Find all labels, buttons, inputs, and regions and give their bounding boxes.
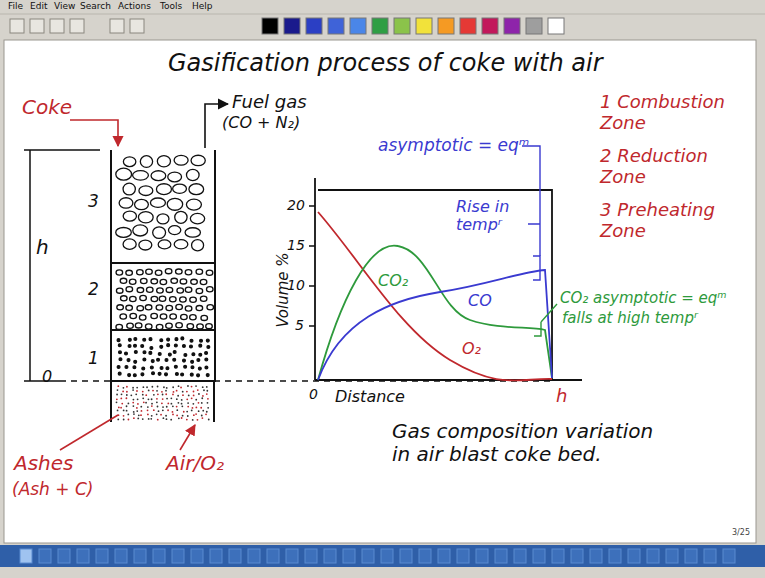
tick-label: 5 — [295, 317, 304, 333]
bed-zone: 2 — [110, 264, 216, 331]
zone-number: 2 — [88, 280, 99, 300]
menu-item: Help — [192, 1, 213, 11]
tick-label: 15 — [287, 237, 305, 253]
zone-list-item: 1 Combustion Zone — [600, 92, 732, 133]
curve-label: CO₂ — [378, 272, 408, 290]
bed-zone: 1 — [110, 331, 216, 382]
menu-item: Actions — [118, 1, 151, 11]
slide-title: Gasification process of coke with air — [168, 50, 603, 78]
curve-label: CO — [468, 292, 492, 310]
origin-label: 0 — [42, 368, 52, 386]
tick-label: 10 — [287, 277, 305, 293]
residue-label: Ashes — [14, 452, 74, 475]
zone-number: 3 — [88, 192, 99, 212]
annotation: CO₂ asymptotic = eqᵐ — [560, 290, 727, 307]
curve-label: O₂ — [462, 340, 481, 358]
menu-item: Tools — [160, 1, 182, 11]
annotation: Rise in tempʳ — [456, 198, 528, 235]
residue-formula: (Ash + C) — [12, 480, 93, 500]
zone-list-item: 3 Preheating Zone — [600, 200, 732, 241]
zone-number: 1 — [88, 349, 99, 369]
blast-label: Air/O₂ — [166, 452, 224, 475]
page-number: 3/25 — [732, 528, 750, 537]
tick-label: 0 — [309, 386, 318, 402]
height-label: h — [36, 236, 49, 259]
annotation: falls at high tempʳ — [562, 310, 698, 327]
feed-label: Coke — [22, 96, 72, 119]
axis-title: Distance — [335, 388, 405, 406]
menu-item: Search — [80, 1, 111, 11]
menu-item: File — [8, 1, 23, 11]
zone-list-item: 2 Reduction Zone — [600, 146, 732, 187]
annotation: asymptotic = eqᵐ — [378, 136, 529, 156]
caption-note: Gas composition variation in air blast c… — [392, 420, 654, 466]
outlet-label: Fuel gas — [232, 92, 307, 113]
gas-formula: (CO + N₂) — [222, 114, 300, 132]
axis-end-label: h — [556, 386, 567, 407]
tick-label: 20 — [287, 197, 305, 213]
menu-item: View — [54, 1, 75, 11]
bed-zone: 3 — [110, 150, 216, 264]
menu-item: Edit — [30, 1, 47, 11]
